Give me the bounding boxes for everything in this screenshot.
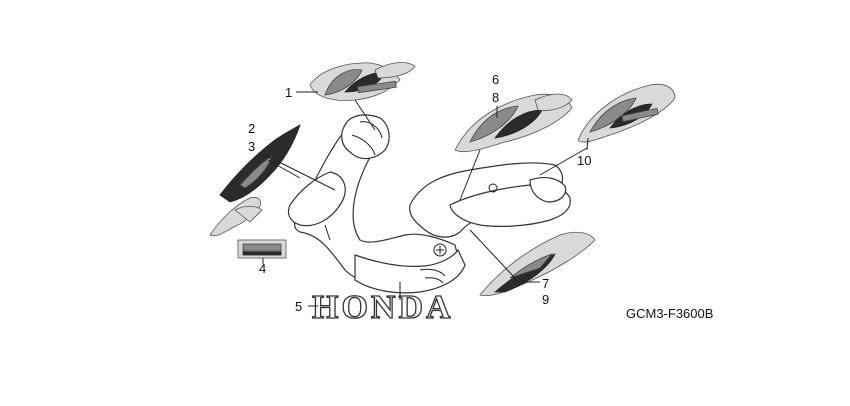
floor-cover [354, 248, 466, 294]
honda-wordmark-text: HONDA [312, 289, 454, 326]
decal-rear-side-logo [577, 83, 676, 143]
decal-front-upper-logo [309, 62, 416, 101]
callout-9: 9 [542, 292, 549, 307]
callout-8: 8 [492, 90, 499, 105]
fastener [488, 183, 498, 193]
front-side-panel [287, 171, 346, 227]
callout-2: 2 [248, 121, 255, 136]
diagram-code: GCM3-F3600B [626, 306, 713, 321]
headset-cover [341, 114, 390, 160]
decal-rear-upper-logo [454, 93, 573, 153]
callout-4: 4 [259, 261, 266, 276]
decal-rear-lower-stripe [479, 231, 596, 297]
callout-6: 6 [492, 72, 499, 87]
callout-7: 7 [542, 276, 549, 291]
callouts: 1 2 3 4 5 6 8 7 9 10 [248, 72, 591, 314]
callout-3: 3 [248, 139, 255, 154]
leader-lines [262, 91, 589, 307]
decal-front-side-stripe [209, 124, 301, 237]
callout-1: 1 [285, 85, 292, 100]
scooter-body [287, 114, 571, 294]
decal-badge [237, 239, 287, 259]
callout-5: 5 [295, 299, 302, 314]
callout-10: 10 [577, 153, 591, 168]
decal-honda-wordmark: HONDA [311, 288, 454, 326]
tail-light-cover [529, 176, 567, 203]
emblem-mount [433, 243, 447, 257]
